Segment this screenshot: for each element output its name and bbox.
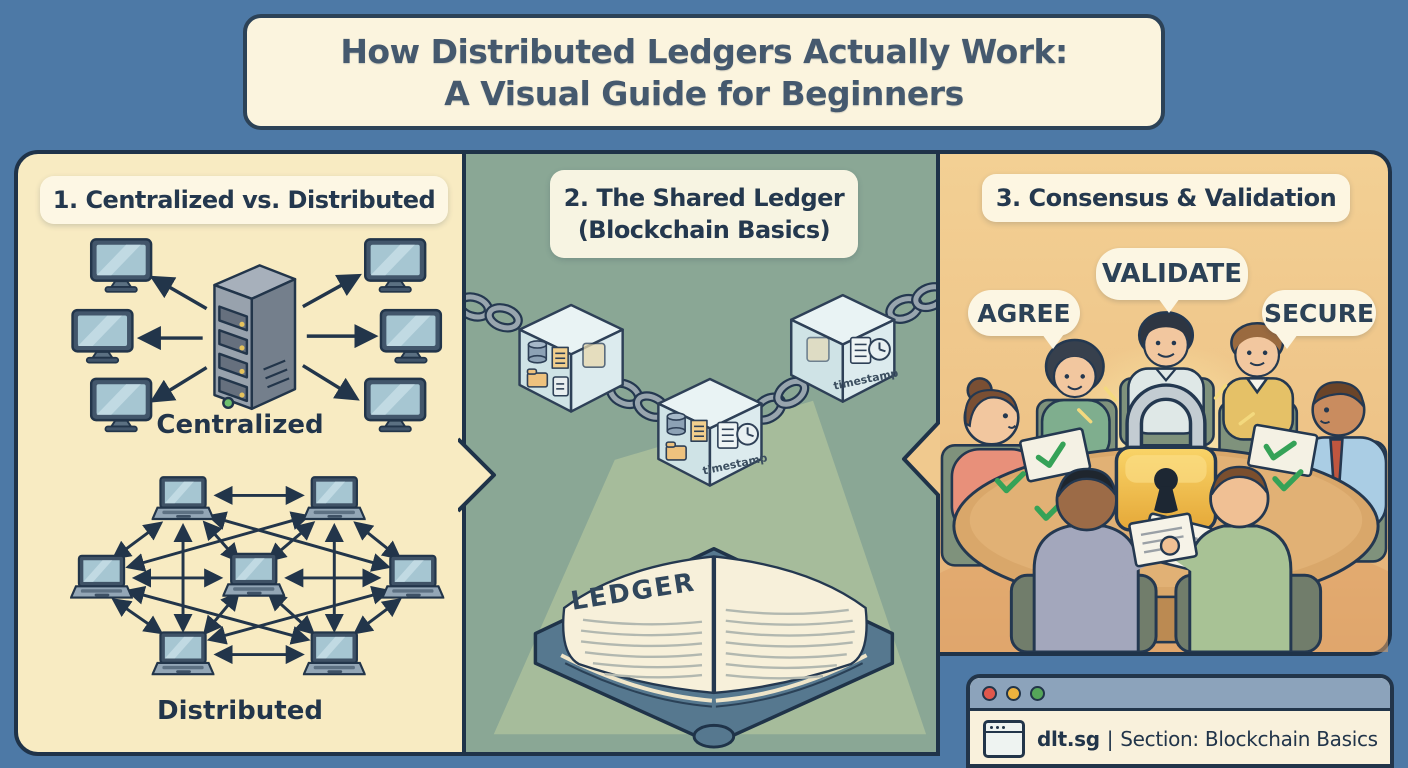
browser-titlebar — [970, 678, 1390, 711]
speech-bubble-validate: VALIDATE — [1096, 248, 1248, 313]
speech-bubble-secure: SECURE — [1262, 290, 1376, 349]
folder-icon — [665, 441, 687, 461]
block-cube-1 — [518, 303, 624, 413]
speech-bubble-agree: AGREE — [968, 290, 1080, 349]
document-icon — [690, 419, 708, 442]
centralized-network-diagram — [71, 238, 443, 433]
speech-bubble-tail — [1276, 334, 1298, 349]
panel-centralized-vs-distributed: 1. Centralized vs. Distributed — [14, 150, 466, 756]
database-icon — [527, 340, 548, 364]
laptop-icon — [222, 552, 286, 597]
laptop-icon — [151, 631, 215, 676]
mesh-arrows — [111, 485, 402, 665]
ledger-book: LEDGER — [533, 546, 895, 749]
distributed-network-diagram — [70, 476, 445, 676]
server-icon — [213, 264, 297, 411]
monitor-icon — [89, 238, 153, 293]
browser-window: dlt.sg|Section: Blockchain Basics — [966, 674, 1394, 768]
traffic-light-green — [1030, 685, 1045, 701]
monitor-icon — [71, 308, 134, 364]
panel-2-heading-line-2: (Blockchain Basics) — [577, 216, 831, 244]
server-drive-bays — [218, 305, 249, 403]
speech-bubble-tail — [1042, 334, 1064, 349]
webpage-icon-titlebar — [986, 723, 1022, 733]
site-name: dlt.sg — [1037, 727, 1100, 751]
database-icon — [666, 412, 686, 436]
block-cube-3: timestamp — [789, 293, 900, 403]
ledger-text-lines — [580, 608, 855, 680]
clock-icon — [868, 338, 891, 361]
title-line-2: A Visual Guide for Beginners — [444, 73, 964, 113]
centralized-label: Centralized — [156, 410, 324, 440]
monitor-icon — [364, 238, 427, 293]
panel-1-heading: 1. Centralized vs. Distributed — [40, 176, 448, 224]
document-icon — [551, 346, 569, 369]
doc-lines-icon — [717, 421, 739, 449]
person-center-man — [1127, 311, 1205, 435]
blockchain-ledger-scene: timestamp timestamp — [466, 282, 936, 749]
monitor-icon — [379, 308, 443, 364]
browser-address-text: dlt.sg|Section: Blockchain Basics — [1037, 727, 1378, 751]
webpage-icon — [983, 720, 1025, 758]
laptop-icon — [151, 476, 215, 521]
laptop-icon — [302, 476, 366, 521]
separator: | — [1106, 727, 1114, 751]
clock-icon — [736, 422, 760, 446]
distributed-label: Distributed — [157, 696, 323, 726]
consensus-scene — [940, 311, 1388, 652]
traffic-light-yellow — [1006, 685, 1021, 701]
folder-icon — [526, 368, 549, 388]
server-vents — [263, 359, 290, 389]
speech-bubble-agree-label: AGREE — [977, 298, 1071, 328]
speech-bubble-validate-label: VALIDATE — [1102, 259, 1242, 289]
section-label: Section: Blockchain Basics — [1120, 727, 1378, 751]
server-power-led — [222, 396, 235, 410]
binary-doc-icon — [552, 376, 569, 397]
ballot-paper — [1019, 427, 1092, 483]
panel-shared-ledger: timestamp timestamp — [462, 150, 940, 756]
laptop-icon — [302, 631, 366, 676]
padlock-icon — [1114, 383, 1218, 532]
traffic-light-red — [982, 685, 997, 701]
doc-lines-icon — [849, 336, 872, 364]
person-green-sweater-man — [1128, 465, 1293, 652]
panel-consensus-validation: 3. Consensus & Validation AGREE VALIDATE… — [936, 150, 1392, 656]
panel-3-heading: 3. Consensus & Validation — [982, 174, 1350, 222]
ballot-paper — [1247, 423, 1319, 478]
panel-2-heading-line-1: 2. The Shared Ledger — [563, 183, 845, 212]
panel-2-heading: 2. The Shared Ledger (Blockchain Basics) — [550, 170, 858, 258]
speech-bubble-tail — [1158, 298, 1180, 313]
title-line-1: How Distributed Ledgers Actually Work: — [340, 31, 1068, 71]
broadcast-arrows — [136, 273, 379, 403]
block-cube-2: timestamp — [657, 377, 769, 487]
laptop-icon — [381, 554, 445, 599]
keyhole — [1154, 467, 1178, 514]
laptop-icon — [70, 554, 133, 599]
browser-body: dlt.sg|Section: Blockchain Basics — [970, 711, 1390, 758]
title-box: How Distributed Ledgers Actually Work: A… — [243, 14, 1165, 130]
speech-bubble-secure-label: SECURE — [1263, 298, 1375, 328]
